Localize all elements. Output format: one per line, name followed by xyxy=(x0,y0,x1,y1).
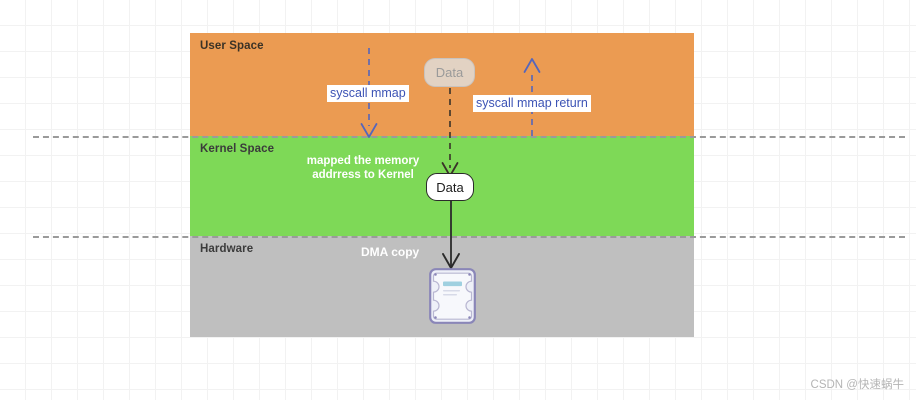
csdn-watermark: CSDN @快速蜗牛 xyxy=(810,379,904,391)
arrow-label-syscall-mmap-return: syscall mmap return xyxy=(473,95,591,112)
node-data-user-space[interactable]: Data xyxy=(424,58,475,87)
annotation-dma-copy: DMA copy xyxy=(361,245,420,259)
hard-disk-icon xyxy=(429,268,476,324)
layer-label-hardware: Hardware xyxy=(200,243,254,255)
arrow-label-syscall-mmap: syscall mmap xyxy=(327,85,409,102)
divider-user-kernel xyxy=(33,136,905,138)
divider-kernel-hardware xyxy=(33,236,905,238)
annotation-mapped-memory: mapped the memory addrress to Kernel xyxy=(306,155,420,181)
layer-label-kernel-space: Kernel Space xyxy=(200,143,275,155)
layer-label-user-space: User Space xyxy=(200,40,264,52)
node-data-kernel-space[interactable]: Data xyxy=(426,173,474,201)
